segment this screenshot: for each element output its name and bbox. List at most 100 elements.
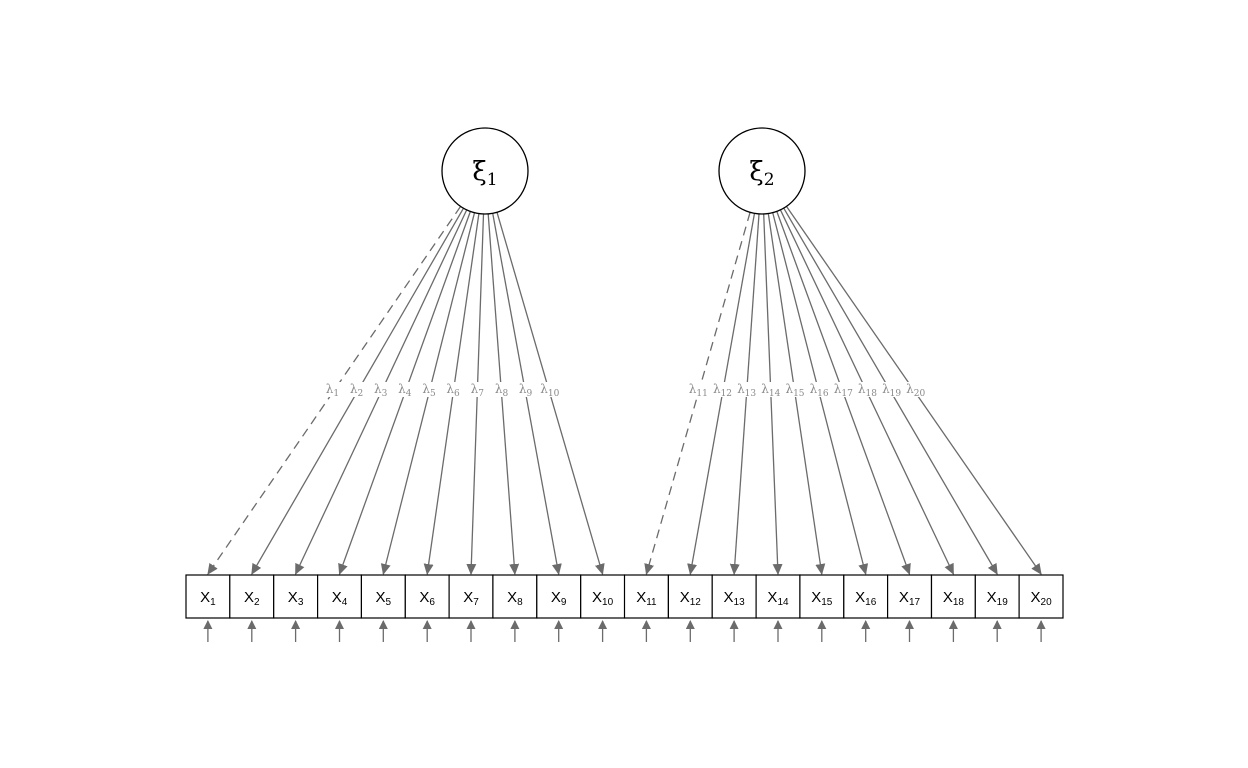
indicator-label-16: X16: [855, 589, 877, 608]
loading-label-bg: [393, 382, 416, 397]
latent-circle-1: [441, 127, 529, 215]
indicator-label-11-symbol: X: [636, 589, 646, 606]
loading-label-17-subscript: 17: [841, 389, 853, 399]
loading-label-9: λ9: [519, 382, 533, 399]
indicator-box-8: [492, 574, 538, 619]
loading-label-bg: [856, 382, 879, 397]
indicator-label-13-subscript: 13: [734, 597, 746, 608]
latent-label-2: ξ2: [749, 157, 774, 190]
loading-label-10-symbol: λ: [540, 382, 548, 396]
indicator-label-3: X3: [288, 589, 304, 608]
loading-label-6-subscript: 6: [454, 389, 460, 399]
indicator-label-8-subscript: 8: [517, 597, 523, 608]
indicator-label-8-symbol: X: [507, 589, 517, 606]
indicator-label-20-subscript: 20: [1041, 597, 1053, 608]
loading-label-19-symbol: λ: [882, 382, 890, 396]
loading-label-4: λ4: [398, 382, 412, 399]
indicator-label-12: X12: [680, 589, 702, 608]
loading-label-bg: [466, 382, 489, 397]
latent-circle-2: [718, 127, 806, 215]
loading-label-bg: [711, 382, 734, 397]
loading-label-14-subscript: 14: [769, 389, 781, 399]
loading-label-19: λ19: [882, 382, 901, 399]
loading-label-12-symbol: λ: [713, 382, 721, 396]
loading-label-11: λ11: [689, 382, 708, 399]
indicator-label-7-subscript: 7: [473, 597, 479, 608]
loading-label-12: λ12: [713, 382, 732, 399]
loading-label-10-subscript: 10: [548, 389, 560, 399]
loading-label-bg: [759, 382, 782, 397]
loading-label-bg: [832, 382, 855, 397]
indicator-label-4: X4: [332, 589, 348, 608]
loading-label-11-subscript: 11: [696, 389, 707, 399]
indicator-label-20: X20: [1031, 589, 1053, 608]
loading-label-8: λ8: [495, 382, 509, 399]
loading-label-15-subscript: 15: [793, 389, 805, 399]
loading-label-2-subscript: 2: [357, 389, 363, 399]
loading-label-bg: [490, 382, 513, 397]
indicator-label-5-subscript: 5: [386, 597, 392, 608]
loading-label-bg: [369, 382, 392, 397]
loading-label-bg: [514, 382, 537, 397]
indicator-label-15: X15: [811, 589, 833, 608]
indicator-box-12: [667, 574, 713, 619]
indicator-label-3-subscript: 3: [298, 597, 304, 608]
indicator-label-16-subscript: 16: [865, 597, 877, 608]
indicator-label-14-symbol: X: [767, 589, 777, 606]
loading-label-12-subscript: 12: [721, 389, 732, 399]
loading-label-3-symbol: λ: [374, 382, 382, 396]
indicator-label-4-subscript: 4: [342, 597, 348, 608]
loading-label-5-subscript: 5: [430, 389, 436, 399]
indicator-box-17: [886, 574, 933, 619]
latent-label-2-symbol: ξ: [749, 157, 763, 187]
indicator-label-2-subscript: 2: [254, 597, 260, 608]
indicator-label-7-symbol: X: [463, 589, 473, 606]
loading-label-bg: [808, 382, 831, 397]
indicator-box-6: [404, 574, 450, 619]
indicator-label-5-symbol: X: [376, 589, 386, 606]
loading-label-3-subscript: 3: [382, 389, 388, 399]
indicator-label-13: X13: [724, 589, 746, 608]
loading-label-bg: [321, 382, 344, 397]
indicator-label-10-symbol: X: [592, 589, 602, 606]
loading-label-2: λ2: [350, 382, 363, 399]
loading-label-8-subscript: 8: [502, 389, 508, 399]
indicator-label-12-subscript: 12: [690, 597, 702, 608]
loading-label-20: λ20: [906, 382, 925, 399]
indicator-label-10-subscript: 10: [602, 597, 614, 608]
indicator-label-17-subscript: 17: [909, 597, 921, 608]
indicator-box-18: [930, 574, 977, 619]
loading-label-9-subscript: 9: [527, 389, 533, 399]
loading-label-20-symbol: λ: [906, 382, 914, 396]
latent-label-1: ξ1: [472, 157, 497, 190]
indicator-box-5: [360, 574, 406, 619]
indicator-label-19: X19: [987, 589, 1009, 608]
loading-label-13-subscript: 13: [745, 389, 757, 399]
loading-label-13-symbol: λ: [737, 382, 745, 396]
indicator-label-14: X14: [767, 589, 789, 608]
loading-label-16-symbol: λ: [810, 382, 818, 396]
loading-label-5: λ5: [422, 382, 436, 399]
loading-label-7-subscript: 7: [478, 389, 484, 399]
loading-label-10: λ10: [540, 382, 559, 399]
loading-label-bg: [442, 382, 465, 397]
loading-label-16-subscript: 16: [817, 389, 829, 399]
loading-label-bg: [418, 382, 440, 397]
indicator-label-9-subscript: 9: [561, 597, 567, 608]
indicator-box-16: [843, 574, 889, 619]
loading-label-1: λ1: [326, 382, 339, 399]
loading-label-1-symbol: λ: [326, 382, 334, 396]
loading-label-bg: [735, 382, 758, 397]
loading-label-bg: [784, 382, 806, 397]
loading-label-bg: [345, 382, 368, 397]
indicator-label-11-subscript: 11: [646, 597, 657, 608]
indicator-label-5: X5: [376, 589, 392, 608]
indicator-label-15-subscript: 15: [821, 597, 833, 608]
indicator-label-1-subscript: 1: [210, 597, 216, 608]
latent-factors: ξ1 ξ2: [441, 127, 806, 215]
indicator-box-9: [536, 574, 582, 619]
loading-label-4-subscript: 4: [406, 389, 412, 399]
indicator-box-13: [711, 574, 757, 619]
loading-label-15: λ15: [785, 382, 804, 399]
